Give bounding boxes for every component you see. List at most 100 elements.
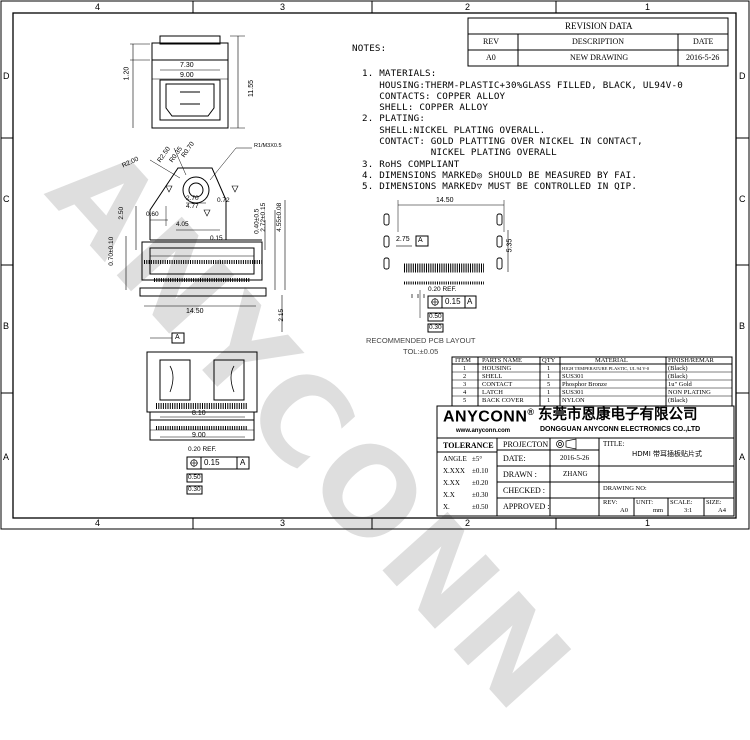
bom-cell: 5 (463, 397, 467, 404)
tol-value: ±0.10 (472, 467, 489, 475)
date-label: DATE: (503, 454, 526, 463)
fcf-datum-a-bottom: A (240, 458, 246, 467)
zone-col-1-top: 1 (645, 2, 651, 12)
revision-date-value: 2016-5-26 (686, 53, 720, 62)
brand-name: ANYCONN (443, 408, 528, 426)
bom-cell: NYLON (562, 397, 585, 404)
zone-row-c-left: C (3, 194, 10, 204)
drawing-no-label: DRAWING NO: (603, 485, 647, 492)
approved-label: APPROVED : (503, 502, 550, 511)
revision-description-value: NEW DRAWING (570, 53, 629, 62)
note-line: CONTACT: GOLD PLATTING OVER NICKEL IN CO… (362, 136, 643, 148)
note-line: CONTACTS: COPPER ALLOY (362, 90, 506, 102)
dim-11-55: 11.55 (248, 80, 255, 97)
zone-row-a-left: A (3, 452, 10, 462)
zone-col-2-top: 2 (465, 2, 471, 12)
dim-0-60: 0.60 (146, 211, 159, 218)
tol-key: ANGLE (443, 455, 467, 463)
zone-row-a-right: A (739, 452, 746, 462)
tol-key: X.X (443, 491, 455, 499)
pcb-dim-14-50: 14.50 (436, 197, 454, 204)
pcb-dim-0-20-ref: 0.20 REF. (428, 286, 457, 293)
note-line: NICKEL PLATING OVERALL (362, 147, 557, 159)
company-website: www.anyconn.com (456, 428, 511, 434)
bom-cell: 1 (547, 365, 551, 372)
bom-cell: 3 (463, 381, 467, 388)
bom-cell: SUS301 (562, 389, 584, 396)
dim-0-20-ref-bottom: 0.20 REF. (188, 446, 217, 453)
top-view-outline (130, 35, 245, 129)
bom-cell: HIGH TEMPERATURE PLASTIC, UL 94 V-0 (562, 366, 650, 371)
company-name-en: DONGGUAN ANYCONN ELECTRONICS CO.,LTD (540, 426, 701, 433)
zone-row-d-right: D (739, 71, 746, 81)
bom-cell: SUS301 (562, 373, 584, 380)
title-label: TITLE: (603, 440, 625, 448)
bom-cell: 4 (463, 389, 467, 396)
rev-value: A0 (620, 507, 628, 514)
revision-title: REVISION DATA (565, 21, 633, 31)
note-line: 4. DIMENSIONS MARKED◎ SHOULD BE MEASURED… (362, 169, 638, 181)
tol-value: ±5° (472, 455, 483, 463)
size-value: A4 (718, 507, 726, 514)
zone-row-d-left: D (3, 71, 10, 81)
pcb-signal-pads (404, 263, 484, 298)
note-line: 5. DIMENSIONS MARKED▽ MUST BE CONTROLLED… (362, 181, 638, 193)
bom-cell: LATCH (482, 389, 503, 396)
company-name-cn: 东莞市恩康电子有限公司 (538, 407, 698, 423)
bom-cell: BACK COVER (482, 397, 524, 404)
dim-0-50-bottom: 0.50 (188, 474, 201, 481)
bom-cell: 1 (547, 373, 551, 380)
bom-header-item: ITEM (455, 357, 471, 364)
pcb-datum-a: A (418, 237, 423, 244)
pcb-fcf-datum-a: A (467, 297, 473, 306)
datum-a-label: A (175, 334, 180, 341)
dim-4-05: 4.05 (176, 221, 189, 228)
dim-0-30-bottom: 0.30 (188, 486, 201, 493)
unit-label: UNIT: (636, 499, 654, 506)
dim-2-15: 2.15 (278, 308, 286, 322)
dim-9-00-bottom: 9.00 (192, 432, 206, 439)
tol-key: X. (443, 503, 450, 511)
dim-14-50: 14.50 (186, 308, 204, 315)
company-logo: ANYCONN® (443, 408, 535, 425)
pcb-dim-5-35: 5.35 (506, 238, 514, 253)
bom-cell: (Black) (668, 373, 688, 380)
zone-col-2-bottom: 2 (465, 518, 471, 528)
note-line: 2. PLATING: (362, 113, 426, 125)
bom-cell: SHELL (482, 373, 503, 380)
brand-mark: ® (527, 407, 535, 417)
dim-4-77: 4.77 (186, 203, 199, 210)
pcb-layout-outline (396, 200, 509, 333)
unit-value: mm (653, 507, 664, 514)
dim-0-15: 0.15 (210, 235, 223, 242)
bom-cell: 1 (547, 397, 551, 404)
revision-header-date: DATE (693, 37, 714, 46)
dim-2-70: 2.70 (186, 195, 199, 202)
dim-0-70: 0.70±0.10 (108, 236, 116, 266)
zone-row-b-right: B (739, 321, 746, 331)
pcb-dim-0-50: 0.50 (429, 313, 442, 320)
notes-list: 1. MATERIALS: HOUSING:THERM-PLASTIC+30%G… (362, 57, 683, 204)
revision-rev-value: A0 (486, 53, 496, 62)
tol-value: ±0.30 (472, 491, 489, 499)
drawing-title: HDMI 带耳插板贴片式 (632, 450, 702, 458)
tol-value: ±0.20 (472, 479, 489, 487)
note-line: SHELL:NICKEL PLATING OVERALL. (362, 124, 546, 136)
revision-header-description: DESCRIPTION (572, 37, 625, 46)
side-view-outline (125, 147, 286, 344)
tolerance-label: TOLERANCE (443, 441, 494, 450)
note-line: SHELL: COPPER ALLOY (362, 102, 489, 114)
bom-cell: Phosphor Bronze (562, 381, 607, 388)
pcb-layout-title: RECOMMENDED PCB LAYOUT (366, 336, 476, 345)
bom-cell: (Black) (668, 397, 688, 404)
zone-col-4-bottom: 4 (95, 518, 101, 528)
zone-row-b-left: B (3, 321, 10, 331)
dim-4-55: 4.55±0.08 (276, 202, 284, 232)
tol-key: X.XXX (443, 467, 465, 475)
projection-label: PROJECTON (503, 440, 549, 449)
pcb-dim-0-30: 0.30 (429, 324, 442, 331)
bom-header-finish: FINISH/REMAR (668, 357, 714, 364)
rev-label: REV: (603, 499, 618, 506)
dim-2-72: 2.72±0.15 (260, 202, 268, 232)
pcb-tolerance: TOL:±0.05 (403, 347, 439, 356)
